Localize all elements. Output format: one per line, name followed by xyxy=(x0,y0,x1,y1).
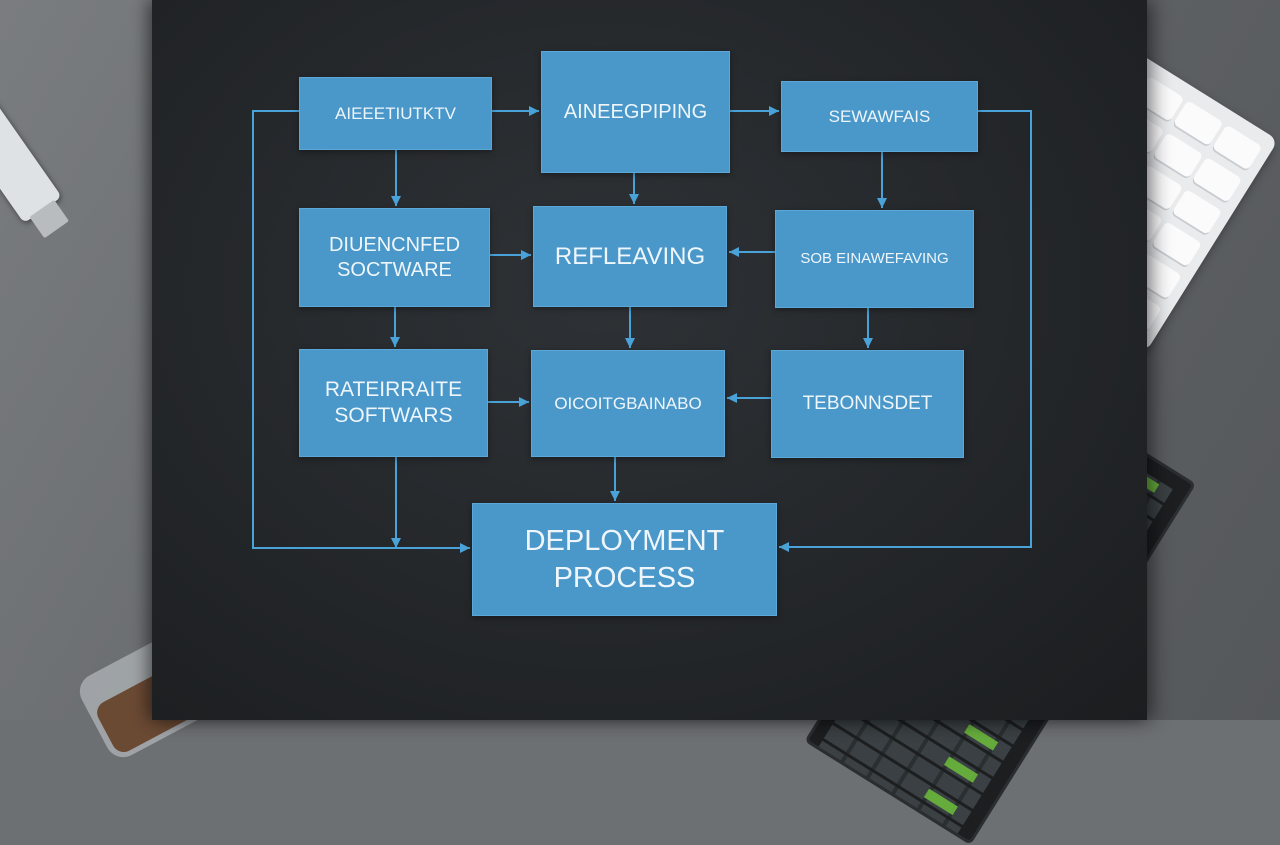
connector-n7-loop-arrowhead xyxy=(391,538,401,548)
process-box-2: AINEEGPIPING xyxy=(541,51,730,173)
connector-n2-n5-arrowhead xyxy=(629,194,639,204)
connector-n1-n2-arrowhead xyxy=(529,106,539,116)
diagram-connectors xyxy=(252,106,1032,553)
deployment-process-box: DEPLOYMENT PROCESS xyxy=(472,503,777,616)
process-box-3: SEWAWFAIS xyxy=(781,81,978,152)
connector-n5-n8-arrowhead xyxy=(625,338,635,348)
connector-n1-n4-arrowhead xyxy=(391,196,401,206)
connector-n2-n3-arrowhead xyxy=(769,106,779,116)
connector-right-loop xyxy=(779,110,1032,548)
connector-left-loop-arrowhead xyxy=(460,543,470,553)
connector-n4-n5-arrowhead xyxy=(521,250,531,260)
process-box-4: DIUENCNFED SOCTWARE xyxy=(299,208,490,307)
process-box-6: SOB EINAWEFAVING xyxy=(775,210,974,308)
connector-n8-n10-arrowhead xyxy=(610,491,620,501)
connector-n7-n8-arrowhead xyxy=(519,397,529,407)
process-box-5: REFLEAVING xyxy=(533,206,727,307)
connector-n6-n5-arrowhead xyxy=(729,247,739,257)
process-box-8: OICOITGBAINABO xyxy=(531,350,725,457)
connector-n4-n7-arrowhead xyxy=(390,337,400,347)
process-box-1: AIEEETIUTKTV xyxy=(299,77,492,150)
process-box-7: RATEIRRAITE SOFTWARS xyxy=(299,349,488,457)
connector-n6-n9-arrowhead xyxy=(863,338,873,348)
connector-left-loop xyxy=(252,110,470,549)
connector-n3-n6-arrowhead xyxy=(877,198,887,208)
connector-n9-n8-arrowhead xyxy=(727,393,737,403)
connector-right-loop-arrowhead xyxy=(779,542,789,552)
process-box-9: TEBONNSDET xyxy=(771,350,964,458)
